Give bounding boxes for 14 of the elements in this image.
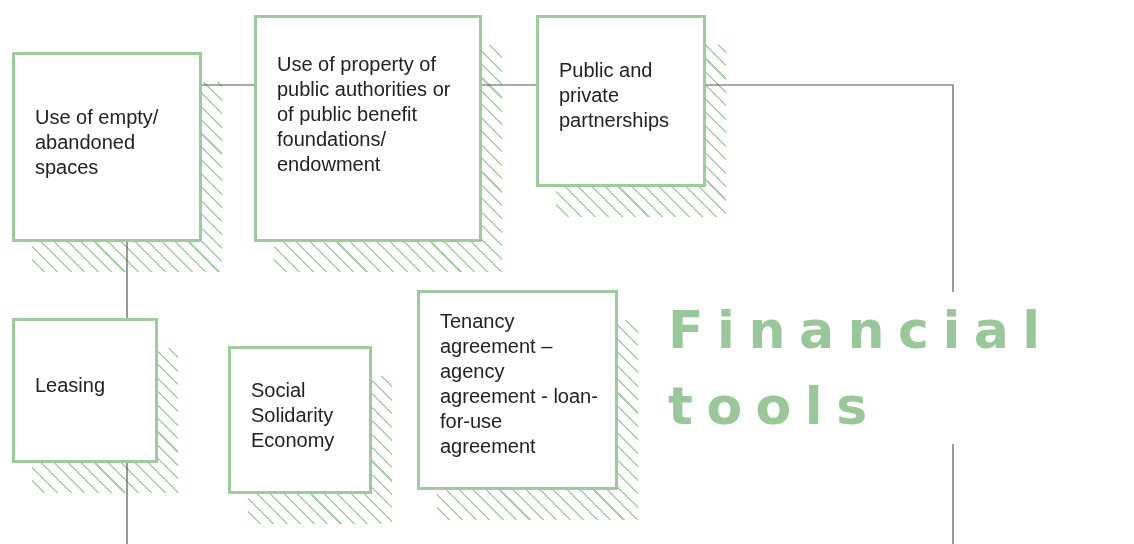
text-box [12, 52, 202, 242]
text-box [417, 290, 618, 490]
text-box [254, 15, 482, 242]
box-label: Use of empty/ abandoned spaces [35, 104, 160, 180]
box-label: Leasing [35, 373, 107, 398]
text-box [536, 15, 706, 187]
box-label: Public and private partnerships [559, 58, 671, 133]
connector-line [481, 84, 537, 86]
box-label: Social Solidarity Economy [251, 377, 336, 453]
text-box [12, 318, 158, 463]
box-label: Use of property of public authorities or of public benefit foundations/ endowment [277, 52, 452, 177]
box-label: Tenancy agreement – agency agreement - loan-for-use agreement [440, 309, 599, 459]
connector-line [201, 84, 255, 86]
text-box [228, 346, 372, 494]
